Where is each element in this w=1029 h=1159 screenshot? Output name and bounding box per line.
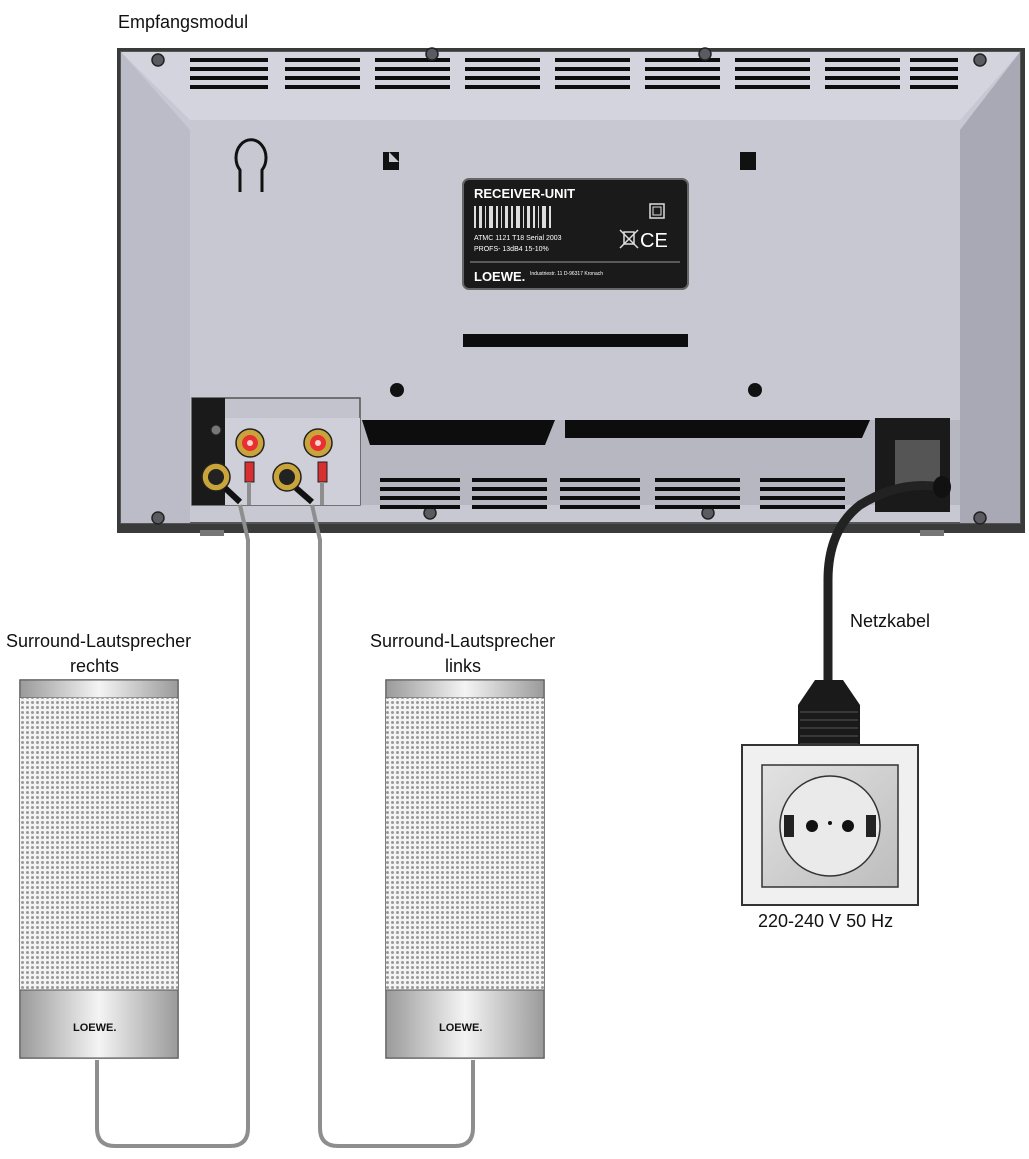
barcode-icon <box>474 206 551 228</box>
power-cable-label: Netzkabel <box>850 611 930 631</box>
cable-right-speaker <box>95 504 250 1148</box>
weee-bin-icon <box>619 229 639 249</box>
top-vents <box>190 58 958 89</box>
housing-foot <box>200 530 224 536</box>
speaker-top-cap <box>19 679 179 699</box>
speaker-right-plug-red <box>244 461 255 483</box>
speaker-right-plug-black <box>222 485 243 505</box>
screw-icon <box>151 53 165 67</box>
class-ii-symbol-icon <box>649 203 665 219</box>
screw-icon <box>973 511 987 525</box>
speaker-left-label-line1: Surround-Lautsprecher <box>370 631 555 651</box>
housing-foot <box>920 530 944 536</box>
speaker-grille <box>20 698 178 990</box>
screw-icon <box>210 424 222 436</box>
label-title: RECEIVER-UNIT <box>474 186 575 201</box>
housing-hole <box>748 383 762 397</box>
speaker-cables <box>95 482 475 1148</box>
speaker-left-socket-red <box>303 428 333 458</box>
speaker-base <box>385 989 545 1059</box>
socket-hole-icon <box>842 820 854 832</box>
speaker-brand-logo: LOEWE. <box>439 1022 482 1034</box>
screw-icon <box>973 53 987 67</box>
screw-icon <box>151 511 165 525</box>
surround-speaker-left: LOEWE. <box>385 679 545 1059</box>
mount-notch-left <box>383 152 399 170</box>
bottom-vents <box>380 478 845 509</box>
speaker-top-cap <box>385 679 545 699</box>
housing-hole <box>390 383 404 397</box>
socket-hole-icon <box>806 820 818 832</box>
receiver-module: RECEIVER-UNIT ATMC 1121 T18 Serial 2003 <box>117 47 1025 536</box>
wall-socket <box>741 744 919 906</box>
screw-icon <box>425 47 439 61</box>
housing-screws <box>151 47 987 525</box>
receiver-module-label: Empfangsmodul <box>118 12 248 32</box>
ce-mark: CE <box>640 230 668 252</box>
speaker-left-label-line2: links <box>445 656 481 676</box>
bottom-recess-left <box>362 420 555 445</box>
speaker-right-socket-red <box>235 428 265 458</box>
speaker-left-plug-black <box>294 485 314 505</box>
housing-slot <box>463 334 688 347</box>
speaker-left-socket-black <box>272 462 302 492</box>
screw-icon <box>698 47 712 61</box>
speaker-right-label-line2: rechts <box>70 656 119 676</box>
label-line1: ATMC 1121 T18 Serial 2003 <box>474 235 562 242</box>
housing-left-bevel <box>121 52 190 523</box>
mount-notch-right <box>740 152 756 170</box>
speaker-grille <box>386 698 544 990</box>
speaker-brand-logo: LOEWE. <box>73 1022 116 1034</box>
label-brand-sub: Industriestr. 11 D-96317 Kronach <box>530 271 603 277</box>
voltage-label: 220-240 V 50 Hz <box>758 911 893 931</box>
speaker-connector-panel <box>191 397 361 506</box>
cable-left-speaker <box>310 504 475 1148</box>
surround-speaker-right: LOEWE. <box>19 679 179 1059</box>
keyhole-hanger-icon <box>234 138 268 192</box>
bottom-recess-mid <box>565 420 870 438</box>
speaker-base <box>19 989 179 1059</box>
label-line2: PROFS- 13dB4 15-10% <box>474 246 549 253</box>
speaker-right-label-line1: Surround-Lautsprecher <box>6 631 191 651</box>
speaker-left-plug-red <box>317 461 328 483</box>
housing-right-bevel <box>960 52 1020 523</box>
speaker-right-socket-black <box>201 462 231 492</box>
receiver-type-label: RECEIVER-UNIT ATMC 1121 T18 Serial 2003 <box>462 178 689 290</box>
label-brand: LOEWE. <box>474 269 525 284</box>
